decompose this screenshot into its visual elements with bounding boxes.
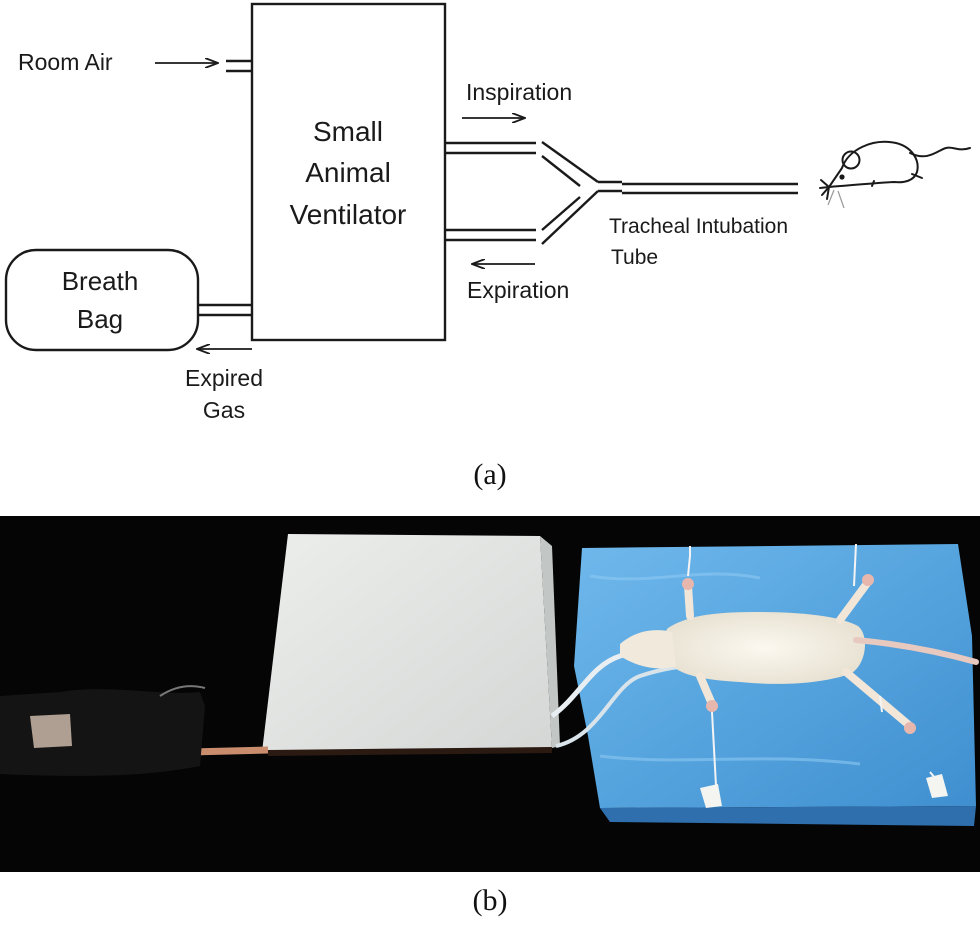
ventilator-box [250,2,447,342]
ventilator-label-line2: Animal [305,157,391,188]
caption-b: (b) [472,884,508,917]
mouse-icon [819,140,971,200]
ventilator-label-line3: Ventilator [290,199,407,230]
tube-label-line1: Tracheal Intubation [609,215,788,238]
breath-bag-photo [0,689,205,776]
inspiration-label: Inspiration [466,79,572,105]
expiration-label: Expiration [467,277,569,303]
breath-bag-label-line2: Bag [77,304,123,334]
tube-label-line2: Tube [611,246,658,269]
breath-bag [4,248,200,352]
room-air-label: Room Air [18,49,113,75]
ventilator-label-line1: Small [313,116,383,147]
breath-bag-label-line1: Breath [62,266,139,296]
expired-gas-label-line2: Gas [203,397,245,423]
experiment-photo [0,516,980,872]
y-connector [541,141,622,245]
ventilator-schematic: Small Animal Ventilator Room Air Breath … [4,2,971,491]
expired-gas-label-line1: Expired [185,365,263,391]
white-board [262,534,552,752]
rat [620,574,979,734]
caption-a: (a) [473,458,506,491]
